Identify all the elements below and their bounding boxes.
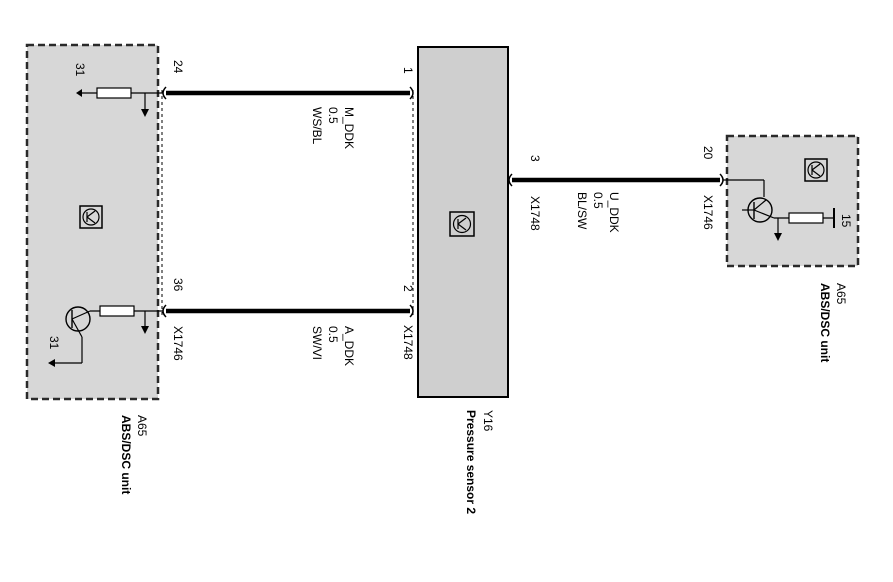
left-connector-label: X1746 [171, 326, 185, 361]
left-module-name: ABS/DSC unit [119, 415, 133, 494]
left-module-designator: A65 [135, 415, 149, 437]
u-ddk-signal-label: U_DDK [607, 192, 621, 233]
sensor-pin-2-label: 2 [401, 285, 415, 292]
a-ddk-size-label: 0.5 [326, 326, 340, 343]
right-connector-label: X1746 [701, 195, 715, 230]
sensor-connector-right-label: X1748 [528, 196, 542, 231]
sensor-symbol [449, 211, 475, 237]
sensor-connector-left-label: X1748 [401, 325, 415, 360]
sensor-designator: Y16 [481, 410, 495, 432]
resistor-icon [96, 87, 132, 99]
right-module-designator: A65 [834, 283, 848, 305]
wire-a-ddk: A_DDK 0.5 SW/VI [162, 304, 414, 366]
m-ddk-color-label: WS/BL [310, 107, 324, 145]
right-transistor-circuit: 15 [723, 179, 853, 241]
left-bottom-transistor-circuit: 31 [47, 305, 163, 367]
sensor-pin-1-label: 1 [401, 67, 415, 74]
right-pin-20-label: 20 [701, 146, 715, 160]
left-abs-dsc-module: 31 31 24 36 X1746 A65 ABS/DSC unit [25, 43, 185, 494]
pressure-sensor: 1 2 X1748 3 X1748 Y16 Pressure sensor 2 [401, 46, 542, 514]
left-ground-top-label: 31 [73, 63, 87, 77]
right-abs-dsc-module: 15 20 X1746 A65 ABS/DSC unit [701, 134, 860, 362]
left-top-resistor-circuit: 31 [73, 63, 163, 117]
wire-harness-left: M_DDK 0.5 WS/BL A_DDK 0.5 SW/VI [161, 86, 414, 366]
a-ddk-color-label: SW/VI [310, 326, 324, 360]
right-supply-label: 15 [839, 214, 853, 228]
sensor-pin-3-label: 3 [528, 155, 542, 162]
left-module-symbol [79, 205, 103, 229]
resistor-icon [788, 212, 824, 224]
right-module-box [725, 134, 860, 268]
left-pin-36-label: 36 [171, 278, 185, 292]
wire-m-ddk: M_DDK 0.5 WS/BL [162, 86, 414, 149]
u-ddk-size-label: 0.5 [591, 192, 605, 209]
m-ddk-signal-label: M_DDK [342, 107, 356, 149]
right-module-symbol [804, 158, 828, 182]
resistor-icon [99, 305, 135, 317]
left-pin-24-label: 24 [171, 60, 185, 74]
right-module-name: ABS/DSC unit [818, 283, 832, 362]
u-ddk-color-label: BL/SW [575, 192, 589, 230]
a-ddk-signal-label: A_DDK [342, 326, 356, 366]
m-ddk-size-label: 0.5 [326, 107, 340, 124]
sensor-name: Pressure sensor 2 [464, 410, 478, 514]
left-ground-bottom-label: 31 [47, 336, 61, 350]
wire-u-ddk: U_DDK 0.5 BL/SW [508, 173, 724, 233]
